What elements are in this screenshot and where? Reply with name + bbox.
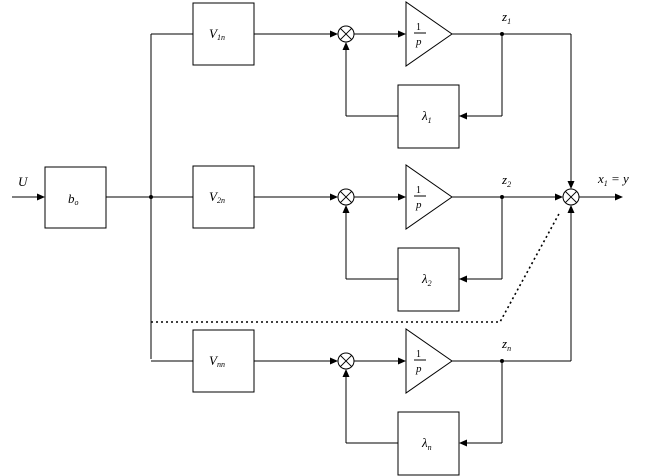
coef-block: [192, 165, 255, 229]
channel-row-1: V1n 1 p z1 λ1: [151, 1, 511, 149]
coef-block-label: V2n: [209, 189, 225, 205]
feedback-block: [397, 411, 460, 476]
sum-to-integrator-arrow: [398, 357, 406, 365]
sum-junction: [337, 25, 355, 43]
integrator-denominator: p: [415, 363, 422, 375]
channel-row-3: Vnn 1 p zn λn: [151, 328, 511, 476]
output-arrow: [615, 193, 623, 201]
integrator-denominator: p: [415, 36, 422, 48]
state-label: zn: [501, 336, 511, 353]
feedback-to-lambda-arrow: [459, 275, 467, 283]
omitted-channels-dotted-line: [151, 211, 561, 323]
feedback-block: [397, 247, 460, 312]
lambda-to-sum-arrow: [342, 369, 350, 377]
feedback-to-lambda-arrow: [459, 112, 467, 120]
integrator-numerator: 1: [416, 22, 421, 33]
output-sum-junction: [562, 188, 580, 206]
sum-junction: [337, 188, 355, 206]
integrator-numerator: 1: [416, 185, 421, 196]
z1-to-sum-arrow: [567, 181, 575, 189]
lambda-to-sum-arrow: [342, 42, 350, 50]
feedback-block-label: λ2: [421, 271, 432, 288]
coef-block-label: V1n: [209, 26, 225, 42]
sum-to-integrator-arrow: [398, 193, 406, 201]
sum-junction: [337, 352, 355, 370]
coef-to-sum-arrow: [330, 30, 338, 38]
coef-block: [192, 2, 255, 66]
lambda-to-sum-arrow: [342, 205, 350, 213]
input-label: U: [18, 174, 29, 189]
coef-to-sum-arrow: [330, 357, 338, 365]
feedback-to-lambda-arrow: [459, 439, 467, 447]
integrator-denominator: p: [415, 199, 422, 211]
channel-row-2: V2n 1 p z2 λ2: [151, 164, 511, 312]
zn-to-sum-arrow: [567, 205, 575, 213]
z2-to-sum-arrow: [555, 193, 563, 201]
integrator-block: [405, 164, 453, 230]
feedback-block-label: λ1: [421, 108, 432, 125]
feedback-block-label: λn: [421, 435, 432, 452]
coef-block: [192, 329, 255, 393]
state-label: z2: [501, 172, 511, 189]
input-arrow: [37, 193, 45, 201]
state-label: z1: [501, 9, 511, 26]
gain-block-label: bo: [68, 191, 79, 207]
integrator-block: [405, 328, 453, 394]
feedback-block: [397, 84, 460, 149]
output-label: x1 = y: [597, 171, 629, 188]
coef-block-label: Vnn: [209, 353, 225, 369]
coef-to-sum-arrow: [330, 193, 338, 201]
integrator-block: [405, 1, 453, 67]
sum-to-integrator-arrow: [398, 30, 406, 38]
integrator-numerator: 1: [416, 349, 421, 360]
